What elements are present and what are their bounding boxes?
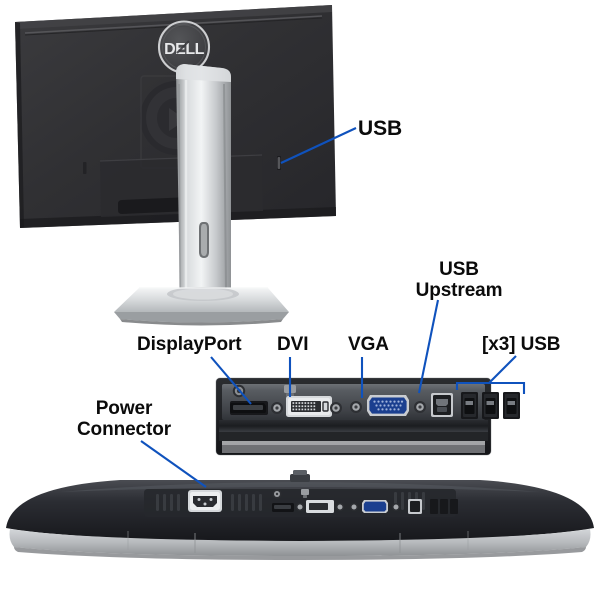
label-usb-upstream-line1: USB xyxy=(439,259,479,280)
label-usb-side-port: USB xyxy=(358,117,403,140)
usb-group-bracket xyxy=(455,381,526,394)
svg-text:DELL: DELL xyxy=(164,41,205,58)
monitor-bottom-edge-view xyxy=(6,440,594,560)
leader-line-power-connector xyxy=(140,440,207,488)
monitor-stand-arm xyxy=(176,64,231,292)
label-usb-upstream: USB Upstream xyxy=(404,259,514,301)
label-power-connector-line2: Connector xyxy=(76,419,172,440)
label-power-connector: Power Connector xyxy=(64,398,184,440)
usb-a-port-3 xyxy=(503,392,520,419)
monitor-stand-base xyxy=(114,287,289,326)
port-displayport xyxy=(230,401,268,415)
label-displayport: DisplayPort xyxy=(137,334,242,355)
label-usb-upstream-line2: Upstream xyxy=(415,280,503,301)
bottom-power-connector xyxy=(188,490,222,512)
leader-line-usb-back xyxy=(280,127,357,164)
port-panel-closeup-view xyxy=(210,299,526,456)
leader-line-displayport xyxy=(210,356,252,405)
label-power-connector-line1: Power xyxy=(95,398,153,419)
bottom-port-row xyxy=(272,489,458,514)
rear-side-usb-port xyxy=(277,156,281,170)
label-dvi: DVI xyxy=(277,334,309,355)
port-usb-upstream xyxy=(431,393,453,417)
leader-line-x3-usb xyxy=(488,355,517,384)
port-dvi xyxy=(271,396,342,417)
monitor-rear-three-quarter-view: DELL xyxy=(15,5,357,326)
usb-a-port-1 xyxy=(461,392,478,419)
label-x3-usb: [x3] USB xyxy=(482,334,561,355)
leader-line-usb-upstream xyxy=(417,299,440,394)
port-vga xyxy=(350,395,426,416)
port-usb-downstream-group xyxy=(461,392,520,419)
usb-a-port-2 xyxy=(482,392,499,419)
label-vga: VGA xyxy=(348,334,389,355)
